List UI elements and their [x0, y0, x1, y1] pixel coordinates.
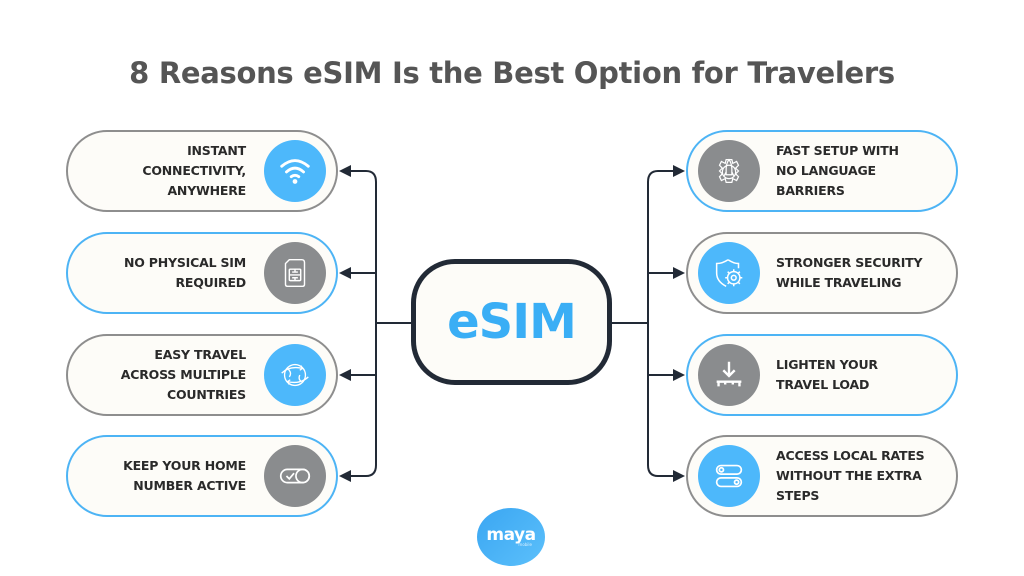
reason-label: STRONGER SECURITY WHILE TRAVELING	[776, 255, 923, 290]
reason-label: ACCESS LOCAL RATES WITHOUT THE EXTRA STE…	[776, 448, 925, 503]
reason-card-keep-home-number: KEEP YOUR HOME NUMBER ACTIVE	[66, 435, 338, 517]
reason-card-fast-setup: FAST SETUP WITH NO LANGUAGE BARRIERS	[686, 130, 958, 212]
logo-name: maya	[486, 525, 536, 545]
sliders-icon	[698, 445, 760, 507]
esim-center-node: eSIM	[411, 259, 612, 385]
globe-arrows-icon	[264, 344, 326, 406]
sim-card-icon	[264, 242, 326, 304]
reason-label: FAST SETUP WITH NO LANGUAGE BARRIERS	[776, 143, 899, 198]
reason-label: EASY TRAVEL ACROSS MULTIPLE COUNTRIES	[120, 347, 246, 402]
left-branch-1	[339, 165, 377, 183]
center-label: eSIM	[447, 294, 577, 350]
right-branch-4	[647, 464, 685, 482]
toggle-check-icon	[264, 445, 326, 507]
logo-sub: mobile	[518, 542, 532, 547]
reason-card-stronger-security: STRONGER SECURITY WHILE TRAVELING	[686, 232, 958, 314]
reason-label: NO PHYSICAL SIM REQUIRED	[123, 255, 246, 290]
reason-label: LIGHTEN YOUR TRAVEL LOAD	[776, 357, 878, 392]
page-title: 8 Reasons eSIM Is the Best Option for Tr…	[129, 56, 895, 90]
download-tray-icon	[698, 344, 760, 406]
reason-card-easy-travel: EASY TRAVEL ACROSS MULTIPLE COUNTRIES	[66, 334, 338, 416]
rocket-gear-icon	[698, 140, 760, 202]
reason-label: INSTANT CONNECTIVITY, ANYWHERE	[142, 143, 246, 198]
left-branch-4	[339, 464, 377, 482]
reason-card-instant-connectivity: INSTANT CONNECTIVITY, ANYWHERE	[66, 130, 338, 212]
reason-card-lighten-load: LIGHTEN YOUR TRAVEL LOAD	[686, 334, 958, 416]
maya-logo: maya mobile	[477, 508, 545, 566]
reason-label: KEEP YOUR HOME NUMBER ACTIVE	[123, 458, 246, 493]
shield-gear-icon	[698, 242, 760, 304]
reason-card-local-rates: ACCESS LOCAL RATES WITHOUT THE EXTRA STE…	[686, 435, 958, 517]
reason-card-no-physical-sim: NO PHYSICAL SIM REQUIRED	[66, 232, 338, 314]
right-branch-1	[647, 165, 685, 183]
wifi-icon	[264, 140, 326, 202]
